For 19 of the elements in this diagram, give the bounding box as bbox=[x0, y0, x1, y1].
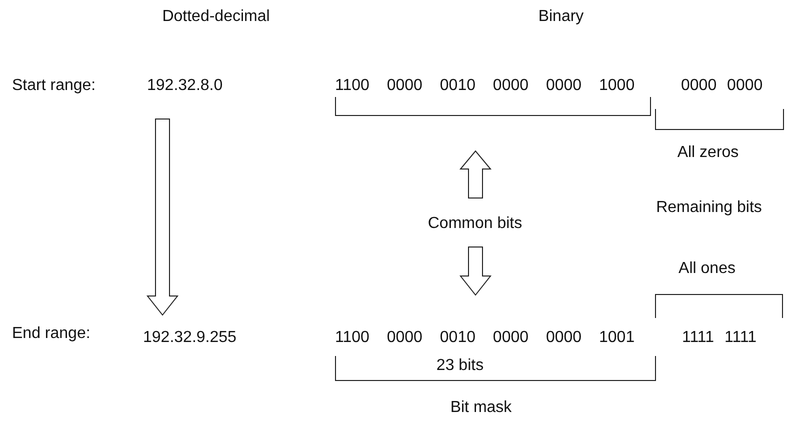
row-label: Start range: bbox=[12, 76, 96, 95]
binary-bits: 1100 0000 0010 0000 0000 1000 bbox=[335, 76, 635, 95]
bracket-caption: 23 bits bbox=[436, 356, 484, 375]
bracket-caption: All zeros bbox=[677, 143, 739, 162]
bracket-caption: All ones bbox=[678, 259, 736, 278]
bracket-caption: Bit mask bbox=[450, 398, 512, 417]
ip-address: 192.32.8.0 bbox=[147, 76, 223, 95]
bracket-caption: Remaining bits bbox=[656, 198, 762, 217]
ip-address: 192.32.9.255 bbox=[143, 328, 236, 347]
binary-bits: 1111 1111 bbox=[682, 328, 757, 347]
block-arrow bbox=[146, 118, 179, 316]
column-heading: Dotted-decimal bbox=[162, 7, 270, 26]
block-arrow bbox=[459, 150, 492, 198]
bracket-caption: Common bits bbox=[428, 214, 522, 233]
binary-bits: 1100 0000 0010 0000 0000 1001 bbox=[335, 328, 635, 347]
binary-bits: 0000 0000 bbox=[681, 76, 763, 95]
block-arrow bbox=[459, 246, 492, 296]
row-label: End range: bbox=[12, 324, 90, 343]
column-heading: Binary bbox=[538, 7, 584, 26]
